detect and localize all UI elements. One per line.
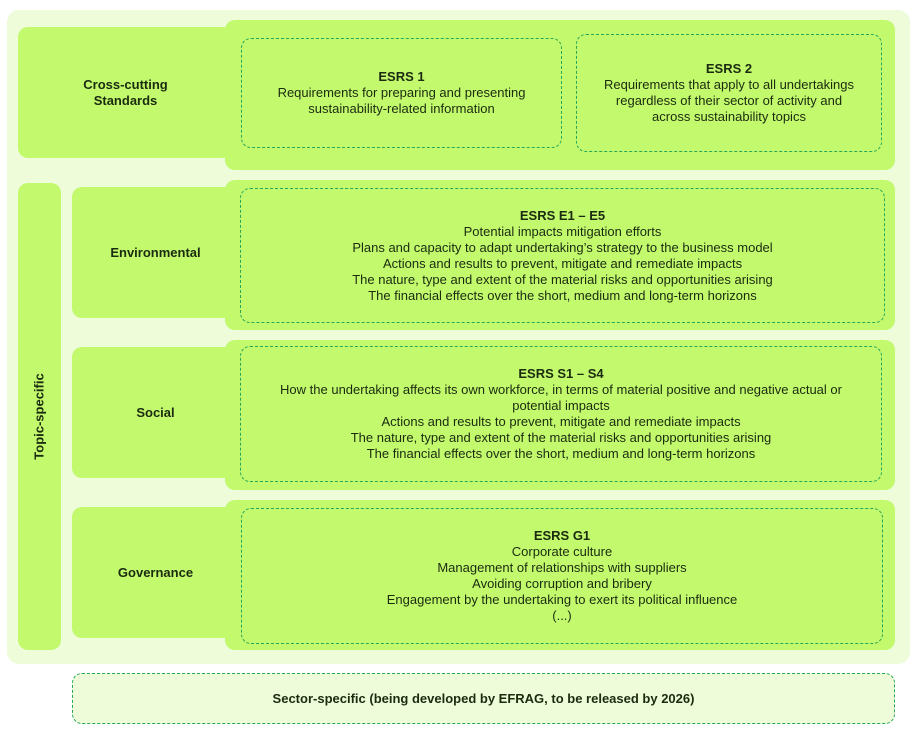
esrs-e-line: The financial effects over the short, me…: [368, 287, 757, 303]
esrs2-box: ESRS 2 Requirements that apply to all un…: [576, 34, 882, 152]
esrs1-line: Requirements for preparing and presentin…: [277, 85, 526, 100]
esrs-e-line: Actions and results to prevent, mitigate…: [382, 255, 743, 271]
esrs1-box: ESRS 1 Requirements for preparing and pr…: [241, 38, 562, 148]
esrs-g-line: Engagement by the undertaking to exert i…: [386, 592, 738, 607]
esrs1-title: ESRS 1: [378, 69, 425, 84]
esrs-g-line: Corporate culture: [511, 544, 613, 559]
esrs2-title: ESRS 2: [705, 61, 753, 76]
esrs-s-line: The financial effects over the short, me…: [366, 446, 756, 461]
esrs-g-line: (...): [552, 608, 572, 623]
environmental-label: Environmental: [110, 244, 201, 260]
environmental-label-band: [72, 187, 239, 318]
topic-specific-label: Topic-specific: [32, 373, 48, 460]
topic-specific-band: Topic-specific: [18, 183, 61, 650]
esrs-s-box: ESRS S1 – S4 How the undertaking affects…: [240, 346, 882, 482]
governance-label-band: [72, 507, 239, 638]
esrs-s-line: Actions and results to prevent, mitigate…: [381, 414, 741, 429]
esrs-e-line: Plans and capacity to adapt undertaking’…: [352, 239, 773, 255]
sector-specific-box: Sector-specific (being developed by EFRA…: [72, 673, 895, 724]
cross-cutting-label-band: [18, 27, 233, 158]
esrs-g-box: ESRS G1 Corporate culture Management of …: [241, 508, 883, 644]
esrs2-line: Requirements that apply to all undertaki…: [603, 77, 855, 92]
governance-label: Governance: [117, 564, 194, 580]
social-label-band: [72, 347, 239, 478]
esrs-s-line: How the undertaking affects its own work…: [280, 382, 842, 397]
cross-cutting-label: Cross-cutting Standards: [83, 76, 168, 108]
esrs-e-line: The nature, type and extent of the mater…: [352, 271, 773, 287]
esrs2-line: across sustainability topics: [652, 109, 806, 124]
sector-specific-label: Sector-specific (being developed by EFRA…: [272, 691, 695, 706]
esrs-e-line: Potential impacts mitigation efforts: [463, 223, 662, 239]
esrs-g-line: Avoiding corruption and bribery: [472, 576, 652, 591]
social-label: Social: [136, 404, 175, 420]
esrs-s-title: ESRS S1 – S4: [518, 366, 604, 381]
esrs2-line: regardless of their sector of activity a…: [615, 93, 843, 108]
esrs-g-title: ESRS G1: [533, 528, 591, 543]
esrs-s-line: The nature, type and extent of the mater…: [350, 430, 772, 445]
esrs-s-line: potential impacts: [512, 398, 610, 413]
esrs-g-line: Management of relationships with supplie…: [437, 560, 687, 575]
esrs-e-box: ESRS E1 – E5 Potential impacts mitigatio…: [240, 188, 885, 323]
esrs-e-title: ESRS E1 – E5: [519, 207, 606, 223]
esrs1-line: sustainability-related information: [308, 101, 495, 116]
